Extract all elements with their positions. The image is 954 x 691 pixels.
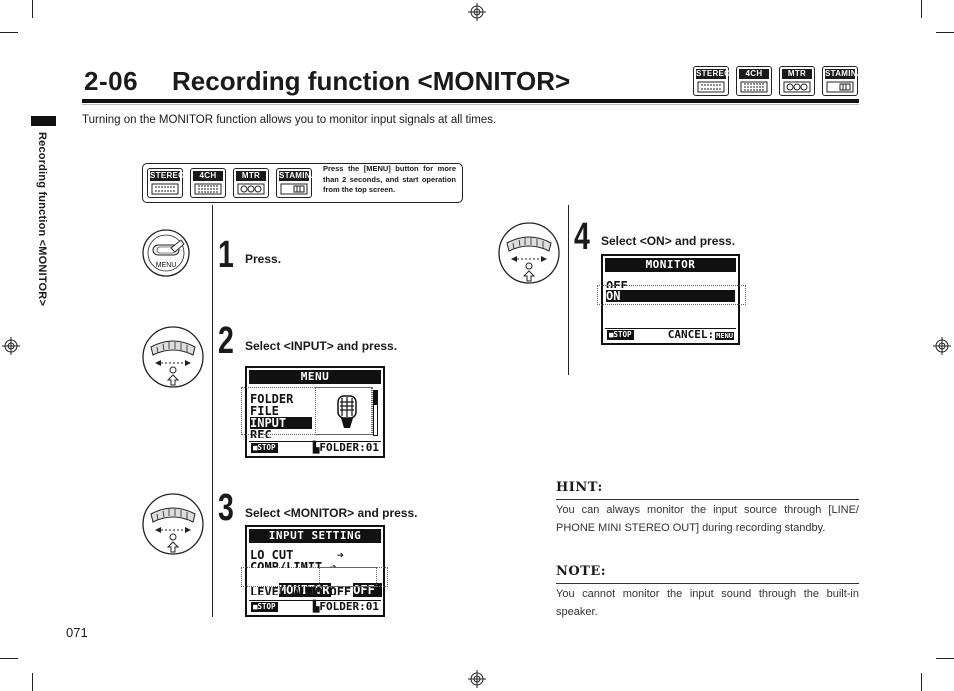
lcd-stop-label: ■STOP <box>251 602 278 612</box>
step-divider <box>212 205 213 617</box>
crop-mark <box>0 32 18 33</box>
lcd-folder-label: ▙FOLDER:01 <box>312 600 379 613</box>
lcd-row-selected: INPUT <box>250 417 312 429</box>
selection-highlight <box>319 567 377 587</box>
lcd-scrollbar <box>373 390 378 436</box>
lcd-screen-input-setting: INPUT SETTING LO CUT ➔ COMP/LIMIT ➔ MONI… <box>245 525 385 617</box>
mode-badge-stereo: STEREO <box>693 66 730 96</box>
lcd-stop-label: ■STOP <box>607 330 634 340</box>
jog-dial-icon <box>498 222 560 284</box>
instruction-text: Press the [MENU] button for more than 2 … <box>323 164 456 194</box>
lcd-screen-monitor: MONITOR OFF ON ■STOP CANCEL:MENU <box>601 254 740 345</box>
hint-heading: HINT: <box>556 480 603 495</box>
crop-mark <box>921 0 922 18</box>
intro-text: Turning on the MONITOR function allows y… <box>82 114 497 126</box>
lcd-row: OFF <box>606 280 628 288</box>
crop-mark <box>936 658 954 659</box>
selection-highlight <box>315 387 372 435</box>
mode-badge-stamina: STAMINA <box>276 168 317 198</box>
lcd-row: LO CUT ➔ <box>250 548 344 562</box>
lcd-footer: ■STOP ▙FOLDER:01 <box>249 441 381 454</box>
lcd-row: COMP/LIMIT ➔ <box>250 561 337 568</box>
crop-mark <box>32 673 33 691</box>
mode-badge-mtr: MTR <box>233 168 269 198</box>
crop-mark <box>936 32 954 33</box>
crop-mark <box>32 0 33 18</box>
jog-dial-icon <box>142 326 204 388</box>
mode-badge-4ch: 4CH <box>190 168 226 198</box>
page-number: 071 <box>66 625 88 640</box>
lcd-stop-label: ■STOP <box>251 443 278 453</box>
hint-rule <box>556 499 859 500</box>
lcd-header: MENU <box>249 370 381 384</box>
page-title: Recording function <MONITOR> <box>172 66 571 96</box>
mode-badge-4ch: 4CH <box>736 66 772 96</box>
step-number: 2 <box>218 320 234 362</box>
lcd-row: FOLDER <box>250 392 294 406</box>
mode-badge-stereo: STEREO <box>147 168 184 198</box>
step-number: 4 <box>574 216 590 258</box>
lcd-cancel-label: CANCEL:MENU <box>667 328 734 341</box>
hint-text: You can always monitor the input source … <box>556 504 859 534</box>
step-label: Select <ON> and press. <box>601 234 736 248</box>
note-text: You cannot monitor the input sound throu… <box>556 588 859 618</box>
crop-mark <box>921 673 922 691</box>
lcd-footer: ■STOP CANCEL:MENU <box>605 328 736 341</box>
instruction-box <box>142 163 463 203</box>
microphone-icon <box>337 395 357 428</box>
selection-highlight <box>241 387 373 435</box>
mode-badge-stamina: STAMINA <box>822 66 863 96</box>
lcd-row: REC <box>250 429 272 438</box>
step-label: Select <MONITOR> and press. <box>245 506 418 520</box>
step-label: Press. <box>245 252 282 266</box>
lcd-footer: ■STOP ▙FOLDER:01 <box>249 600 381 613</box>
lcd-header: MONITOR <box>605 258 736 272</box>
lcd-row-selected: ON <box>606 290 735 302</box>
lcd-row: FILE <box>250 404 279 418</box>
registration-mark-icon <box>933 337 951 355</box>
registration-mark-icon <box>468 670 486 688</box>
menu-button-label: MENU <box>156 262 177 269</box>
lcd-folder-label: ▙FOLDER:01 <box>312 441 379 454</box>
mode-badge-mtr: MTR <box>779 66 815 96</box>
step-divider <box>568 205 569 375</box>
side-tab-marker <box>31 116 56 126</box>
step-label: Select <INPUT> and press. <box>245 339 398 353</box>
crop-mark <box>0 658 18 659</box>
lcd-menu-key: MENU <box>715 332 734 340</box>
section-number: 2-06 <box>84 66 139 96</box>
jog-dial-icon <box>142 493 204 555</box>
side-tab-label: Recording function <MONITOR> <box>36 132 48 307</box>
lcd-header: INPUT SETTING <box>249 529 381 543</box>
registration-mark-icon <box>2 337 20 355</box>
step-number: 1 <box>218 234 234 276</box>
note-rule <box>556 583 859 584</box>
menu-button-icon: MENU <box>142 229 190 277</box>
step-number: 3 <box>218 487 234 529</box>
title-rule-thin <box>82 104 859 105</box>
registration-mark-icon <box>468 3 486 21</box>
lcd-row: LEVEL AUTO OFF <box>250 586 352 595</box>
selection-highlight <box>597 285 746 305</box>
lcd-screen-menu: MENU FOLDER FILE INPUT REC ■STOP ▙FOLDER… <box>245 366 385 458</box>
title-rule <box>82 99 859 103</box>
selection-highlight <box>241 567 388 587</box>
note-heading: NOTE: <box>556 564 607 579</box>
